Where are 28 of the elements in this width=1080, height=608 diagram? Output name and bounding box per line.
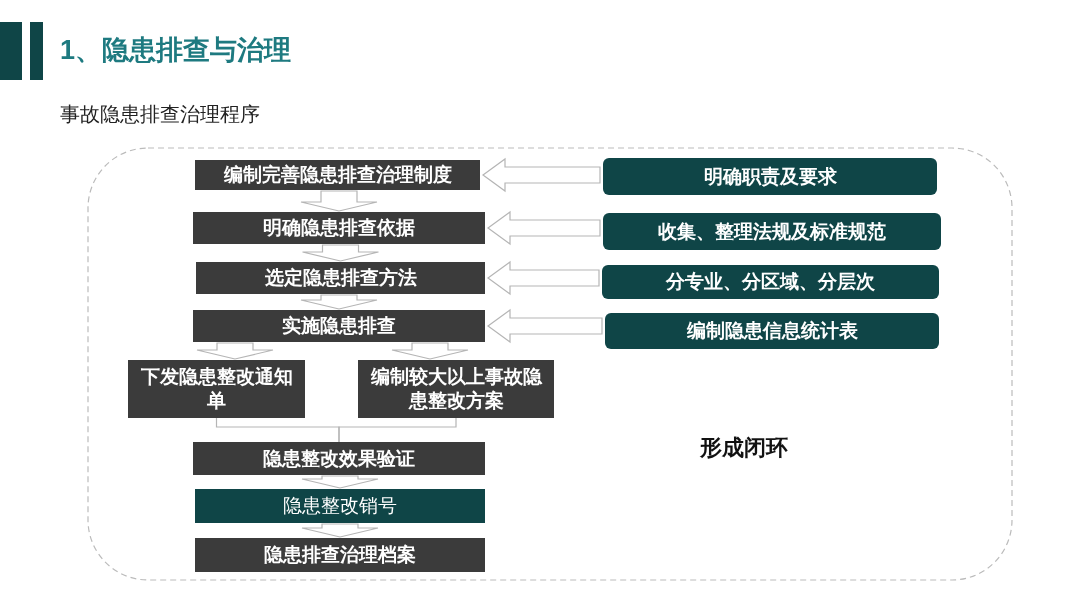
subtitle: 事故隐患排查治理程序 <box>60 102 260 127</box>
block-arrow <box>486 308 603 344</box>
block-arrow <box>486 210 601 246</box>
process-box: 明确隐患排查依据 <box>193 212 485 244</box>
note-text: 形成闭环 <box>700 434 788 462</box>
block-arrow <box>391 342 469 360</box>
process-box: 隐患排查治理档案 <box>195 538 485 572</box>
process-box: 编制完善隐患排查治理制度 <box>195 160 480 190</box>
process-box: 实施隐患排查 <box>193 310 485 342</box>
block-arrow <box>481 157 601 193</box>
requirement-box: 编制隐患信息统计表 <box>605 313 939 349</box>
process-box: 选定隐患排查方法 <box>196 262 485 294</box>
block-arrow <box>300 294 378 310</box>
block-arrow <box>486 260 600 296</box>
requirement-box: 明确职责及要求 <box>603 158 937 195</box>
process-box: 隐患整改效果验证 <box>193 442 485 475</box>
process-box: 隐患整改销号 <box>195 489 485 523</box>
block-arrow <box>301 244 380 262</box>
block-arrow <box>300 190 378 212</box>
block-arrow <box>196 342 274 360</box>
block-arrow <box>301 475 379 489</box>
bracket-line <box>338 417 457 443</box>
requirement-box: 分专业、分区域、分层次 <box>602 265 939 299</box>
process-box: 编制较大以上事故隐患整改方案 <box>358 360 554 418</box>
requirement-box: 收集、整理法规及标准规范 <box>603 213 941 250</box>
slide-title: 1、隐患排查与治理 <box>60 34 292 67</box>
process-box: 下发隐患整改通知单 <box>128 360 305 418</box>
block-arrow <box>301 523 379 538</box>
